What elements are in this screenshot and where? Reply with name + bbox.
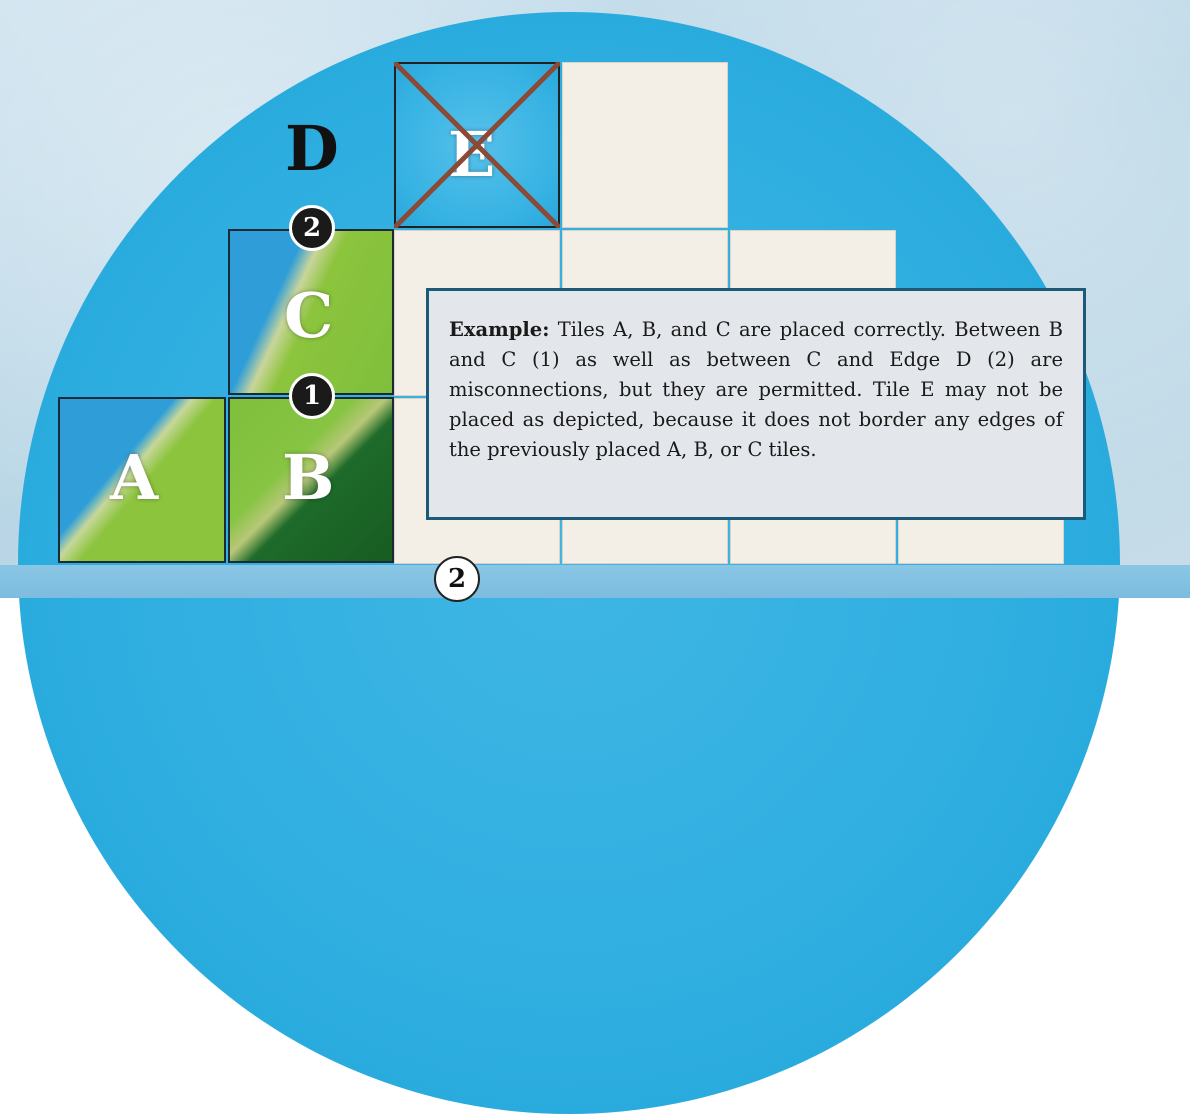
badge-number: 2 xyxy=(448,564,466,594)
badge-number: 2 xyxy=(303,213,321,243)
example-lead: Example: xyxy=(449,318,549,341)
edge-marker-badge: 2 xyxy=(434,556,480,602)
misconnection-badge-1: 1 xyxy=(289,373,335,419)
misconnection-badge-2: 2 xyxy=(289,205,335,251)
invalid-placement-cross-icon xyxy=(394,62,560,228)
tile-a: A xyxy=(58,397,226,563)
example-panel: Example: Tiles A, B, and C are placed co… xyxy=(426,288,1086,520)
board-cell xyxy=(562,62,728,228)
bottom-band xyxy=(0,565,1190,598)
tile-c-letter: C xyxy=(284,285,333,347)
edge-d-label: D xyxy=(285,118,339,180)
tile-b-letter: B xyxy=(282,447,334,509)
badge-number: 1 xyxy=(303,381,321,411)
tile-a-letter: A xyxy=(110,447,158,509)
tile-b: B xyxy=(228,397,394,563)
tile-c: C xyxy=(228,229,394,395)
